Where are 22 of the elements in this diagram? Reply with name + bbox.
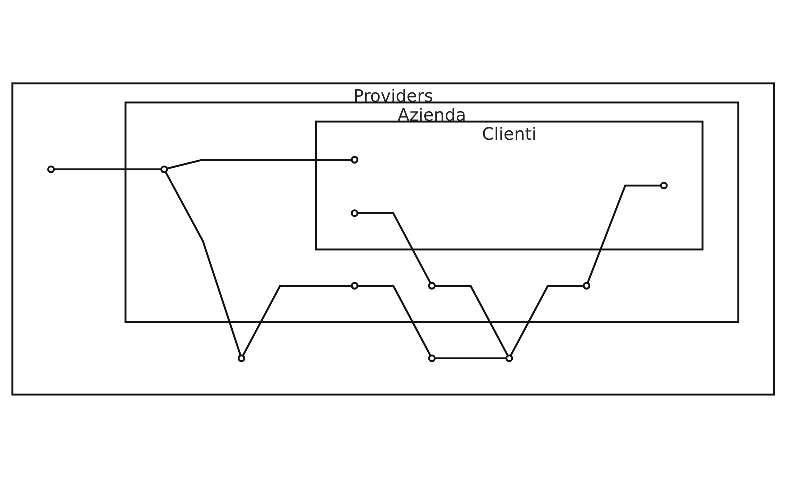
connector xyxy=(358,284,432,356)
connector xyxy=(435,284,509,356)
node-circle xyxy=(160,165,168,174)
connector xyxy=(358,212,432,284)
node-circle xyxy=(351,209,359,218)
connector xyxy=(435,357,507,360)
connector xyxy=(242,284,352,356)
node-circle xyxy=(351,156,359,164)
node-circle xyxy=(506,354,514,362)
connector xyxy=(54,168,162,170)
node-circle xyxy=(582,282,591,290)
node-circle xyxy=(660,182,668,190)
connector xyxy=(510,284,584,356)
connector xyxy=(586,184,662,284)
node-circle xyxy=(351,282,359,290)
connector xyxy=(166,158,352,170)
cluster: Clienti xyxy=(315,120,704,250)
node-circle xyxy=(238,354,246,362)
connector xyxy=(164,171,242,356)
node-circle xyxy=(47,165,56,174)
node-circle xyxy=(428,354,436,362)
node-circle xyxy=(428,282,436,290)
